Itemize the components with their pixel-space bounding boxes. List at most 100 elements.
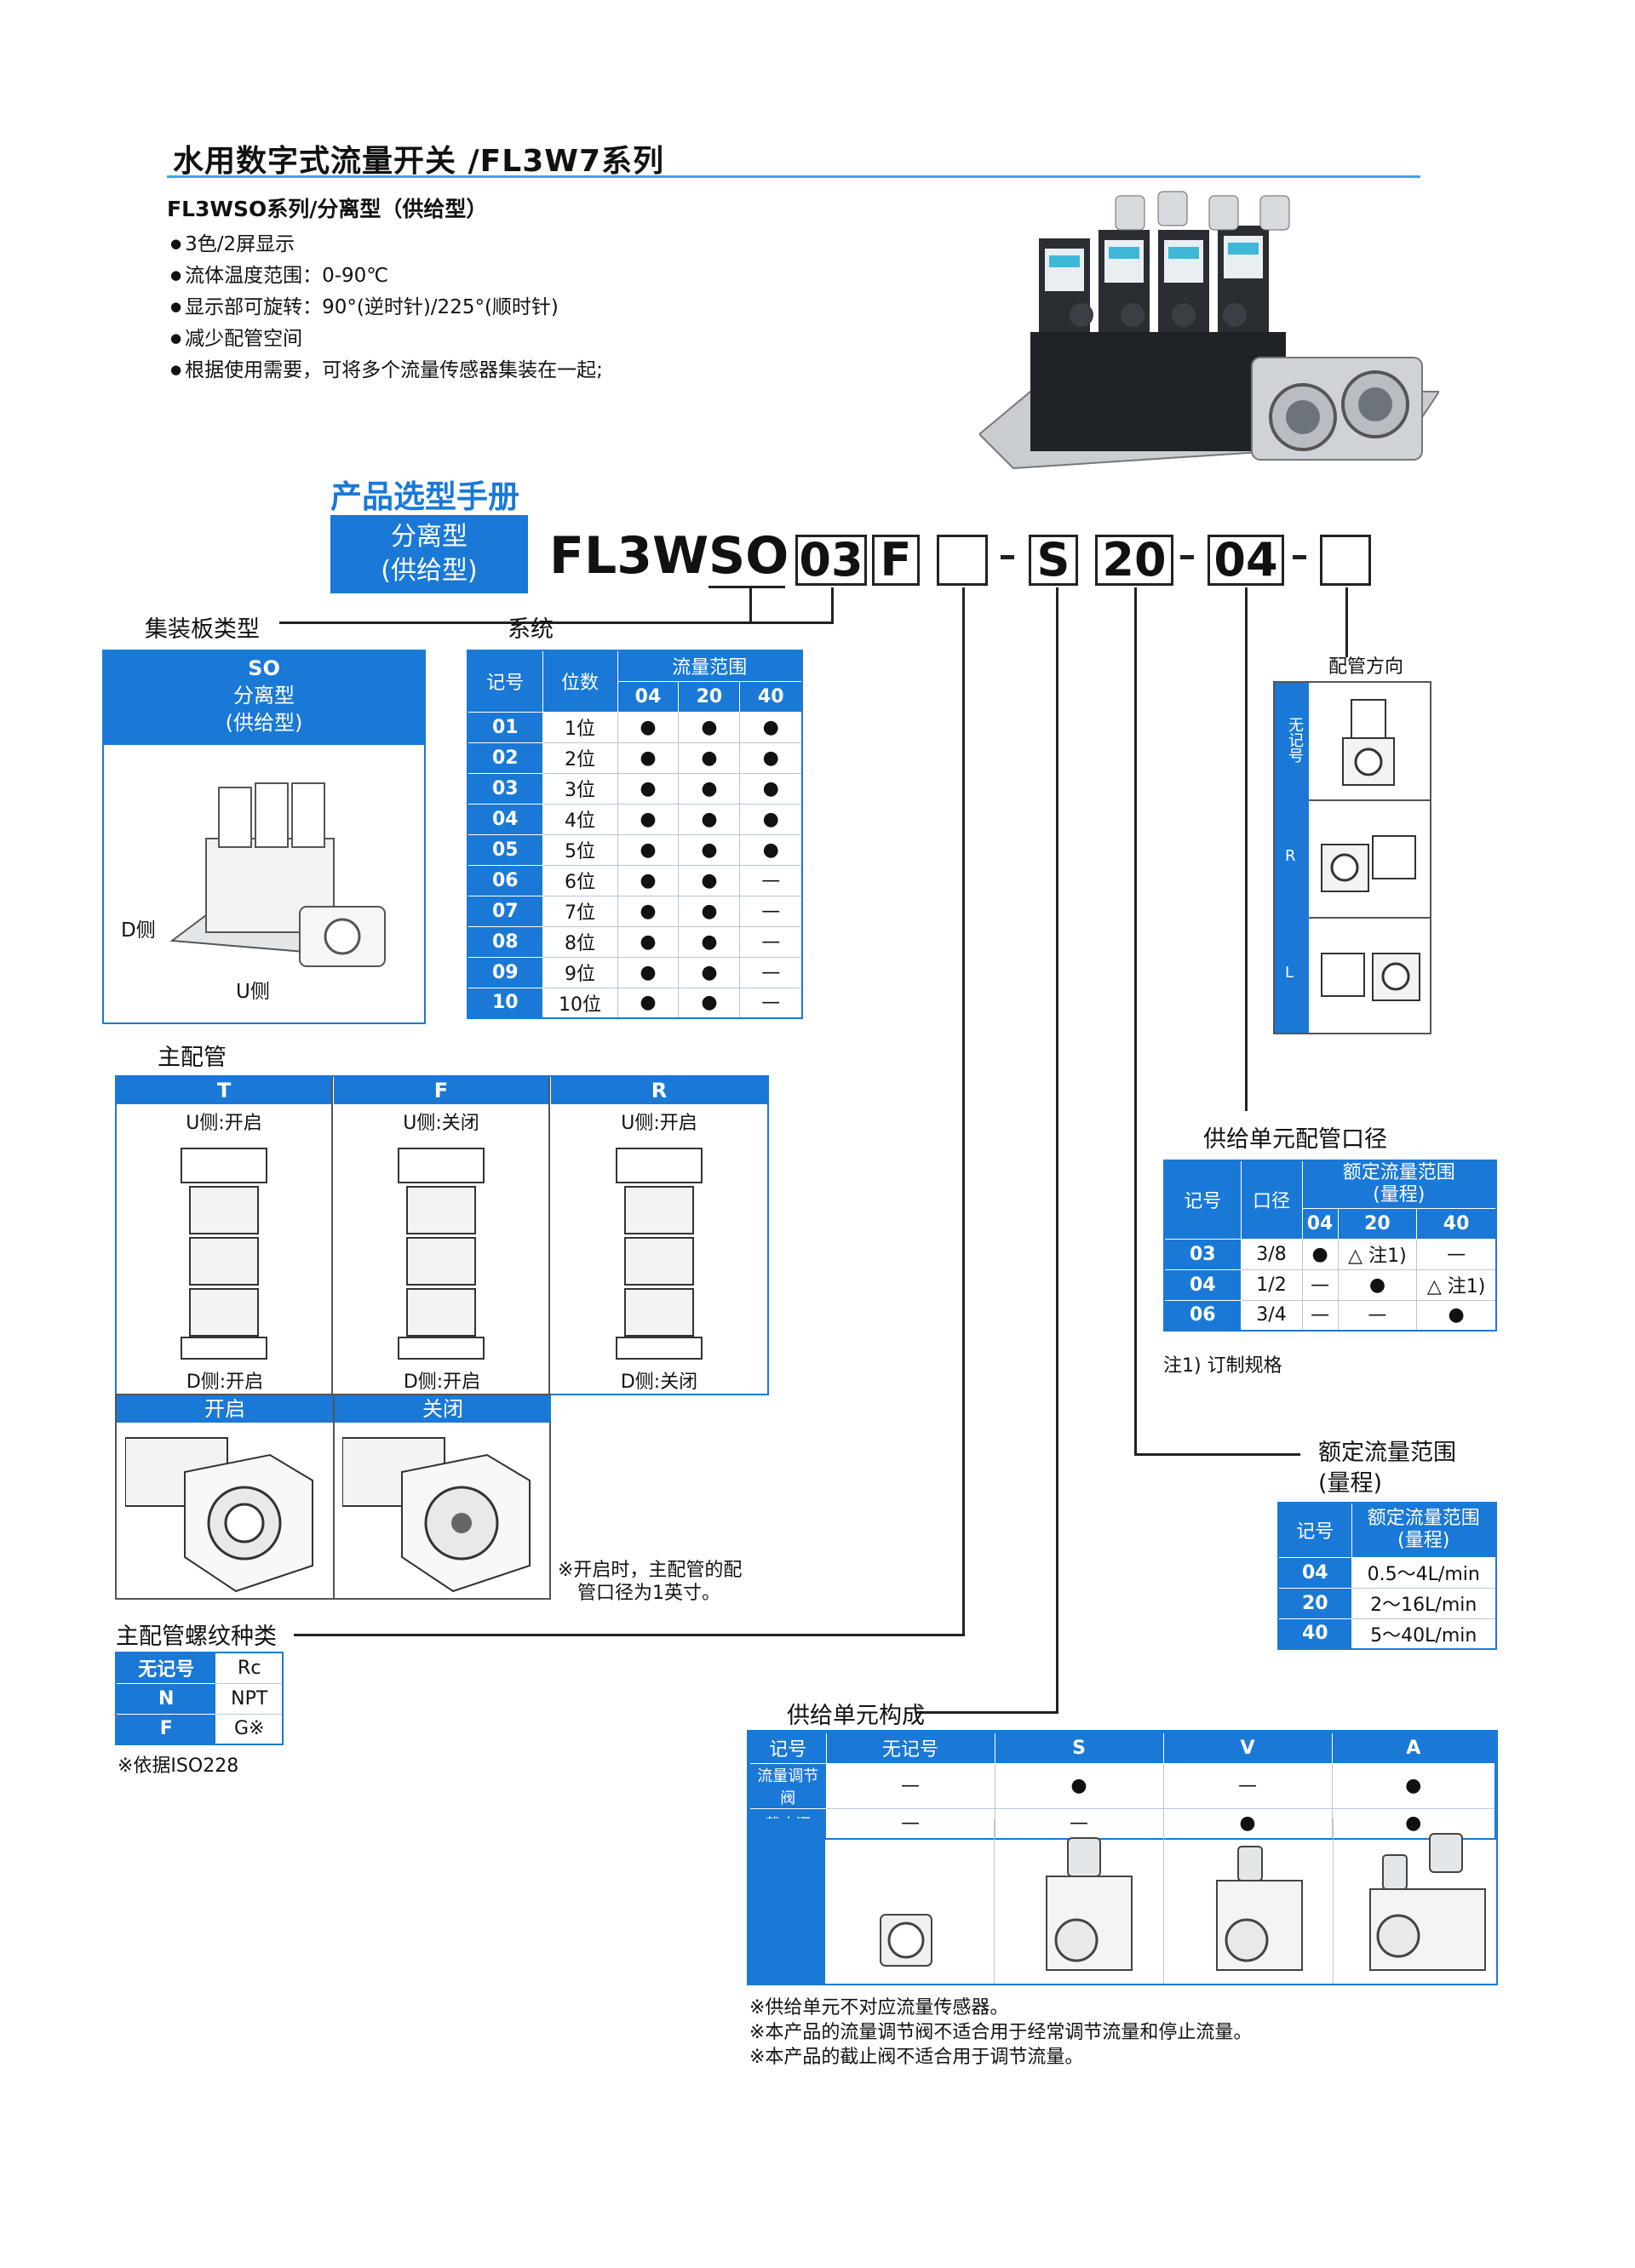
cell-r40: —	[1416, 1238, 1497, 1270]
cell-r20: ●	[678, 803, 741, 835]
product-photo	[979, 191, 1439, 470]
cell-r40: ●	[739, 772, 803, 805]
main-pipe-note-1: ※开启时，主配管的配	[558, 1560, 743, 1581]
main-pipe-open-illustration	[125, 1437, 313, 1593]
d-side-label: D侧	[121, 919, 156, 942]
leader-line	[1245, 587, 1248, 1111]
col-a: A	[1331, 1732, 1496, 1764]
cell-code: 04	[1277, 1556, 1352, 1589]
cell-code: 20	[1277, 1587, 1352, 1619]
title-divider	[167, 175, 1420, 178]
cell-stations: 9位	[542, 956, 618, 988]
selection-guide-title: 产品选型手册	[330, 478, 519, 515]
leader-line	[749, 587, 752, 623]
main-pipe-code: T	[117, 1077, 331, 1104]
main-pipe-code: F	[334, 1077, 548, 1104]
dir-code: R	[1285, 847, 1296, 865]
main-pipe-open-head: 开启	[117, 1395, 333, 1423]
supply-unit-image-side	[749, 1818, 825, 1984]
cell-code: 08	[467, 925, 543, 958]
main-pipe-column: R U侧:开启 D侧:关闭	[551, 1077, 767, 1394]
cell-r40: ●	[739, 803, 803, 835]
main-pipe-top-label: U侧:开启	[621, 1113, 697, 1134]
cell-code: 06	[467, 864, 543, 896]
cell-stations: 3位	[542, 772, 618, 805]
leader-line	[1134, 1453, 1300, 1456]
cell-size: 1/2	[1240, 1269, 1303, 1301]
cell-r40: ●	[1416, 1299, 1497, 1332]
leader-line	[1345, 587, 1348, 657]
cell-r40: ●	[739, 833, 803, 866]
cell-r20: ●	[678, 833, 741, 866]
col-v: V	[1162, 1732, 1333, 1764]
cell-r40: △ 注1)	[1416, 1269, 1497, 1301]
divider	[1309, 917, 1431, 919]
main-pipe-view-panel: 开启 关闭	[115, 1394, 551, 1600]
cell-r04: ●	[617, 742, 680, 774]
col-range-line1: 额定流量范围	[1342, 1162, 1455, 1184]
cell-r04: ●	[617, 925, 680, 958]
main-pipe-panel: T U侧:开启 D侧:开启 F U侧:关闭 D侧:开启 R U侧:开启	[115, 1075, 769, 1395]
cell-stations: 5位	[542, 833, 618, 866]
supply-note: ※本产品的流量调节阀不适合用于经常调节流量和停止流量。	[749, 2022, 1253, 2043]
cell-r04: ●	[617, 864, 680, 896]
feature-list: 3色/2屏显示 流体温度范围：0-90℃ 显示部可旋转：90°(逆时针)/225…	[170, 230, 603, 387]
main-pipe-column: F U侧:关闭 D侧:开启	[334, 1077, 550, 1394]
manifold-type-head: SO 分离型 (供给型)	[104, 651, 424, 745]
col-range-line2: (量程)	[1397, 1530, 1450, 1552]
piping-direction-label: 配管方向	[1328, 656, 1404, 678]
manifold-type-label: 集装板类型	[145, 616, 260, 643]
feature-item: 显示部可旋转：90°(逆时针)/225°(顺时针)	[170, 293, 603, 324]
cell-stations: 2位	[542, 742, 618, 774]
col-r20: 20	[1337, 1207, 1418, 1240]
col-range: 额定流量范围 (量程)	[1301, 1160, 1497, 1209]
main-pipe-code: R	[551, 1077, 767, 1104]
cell: —	[825, 1807, 995, 1840]
direction-l-illustration	[1321, 953, 1420, 1001]
main-pipe-label: 主配管	[158, 1045, 227, 1071]
cell-stations: 4位	[542, 803, 618, 835]
cell-code: 10	[467, 987, 543, 1019]
cell-r40: —	[739, 956, 803, 988]
cell-r20: ●	[678, 925, 741, 958]
manifold-name-line1: 分离型	[233, 684, 295, 707]
cell-r20: ●	[678, 742, 741, 774]
cell-code: 09	[467, 956, 543, 988]
cell-r40: ●	[739, 711, 803, 743]
cell-r04: —	[1301, 1299, 1339, 1332]
leader-line	[279, 621, 752, 624]
supply-none-illustration	[880, 1914, 932, 1967]
system-label: 系统	[508, 616, 554, 643]
supply-unit-panel: 记号 无记号 S V A 流量调节阀 — ● — ● 截止阀 — — ● ●	[747, 1730, 1498, 1985]
dir-code: L	[1285, 964, 1294, 982]
code-box-main-pipe: F	[872, 535, 920, 586]
col-code: 记号	[1277, 1502, 1352, 1558]
supply-unit-label: 供给单元构成	[787, 1703, 925, 1729]
code-box-rated-flow: 20	[1095, 535, 1173, 586]
main-pipe-bottom-label: D侧:关闭	[620, 1372, 698, 1393]
cell-r04: —	[1301, 1269, 1339, 1301]
cell-r20: ●	[678, 711, 741, 743]
cell-range: 5～40L/min	[1351, 1618, 1497, 1650]
piping-direction-side	[1275, 683, 1309, 1033]
cell-r04: ●	[617, 803, 680, 835]
col-s: S	[994, 1732, 1164, 1764]
col-r20: 20	[678, 680, 741, 713]
supply-s-illustration	[1046, 1837, 1133, 1971]
series-subtitle: FL3WSO系列/分离型（供给型）	[167, 197, 488, 221]
supply-port-note: 注1) 订制规格	[1163, 1355, 1282, 1377]
cell-r20: ●	[678, 987, 741, 1019]
code-dash	[1001, 555, 1014, 559]
